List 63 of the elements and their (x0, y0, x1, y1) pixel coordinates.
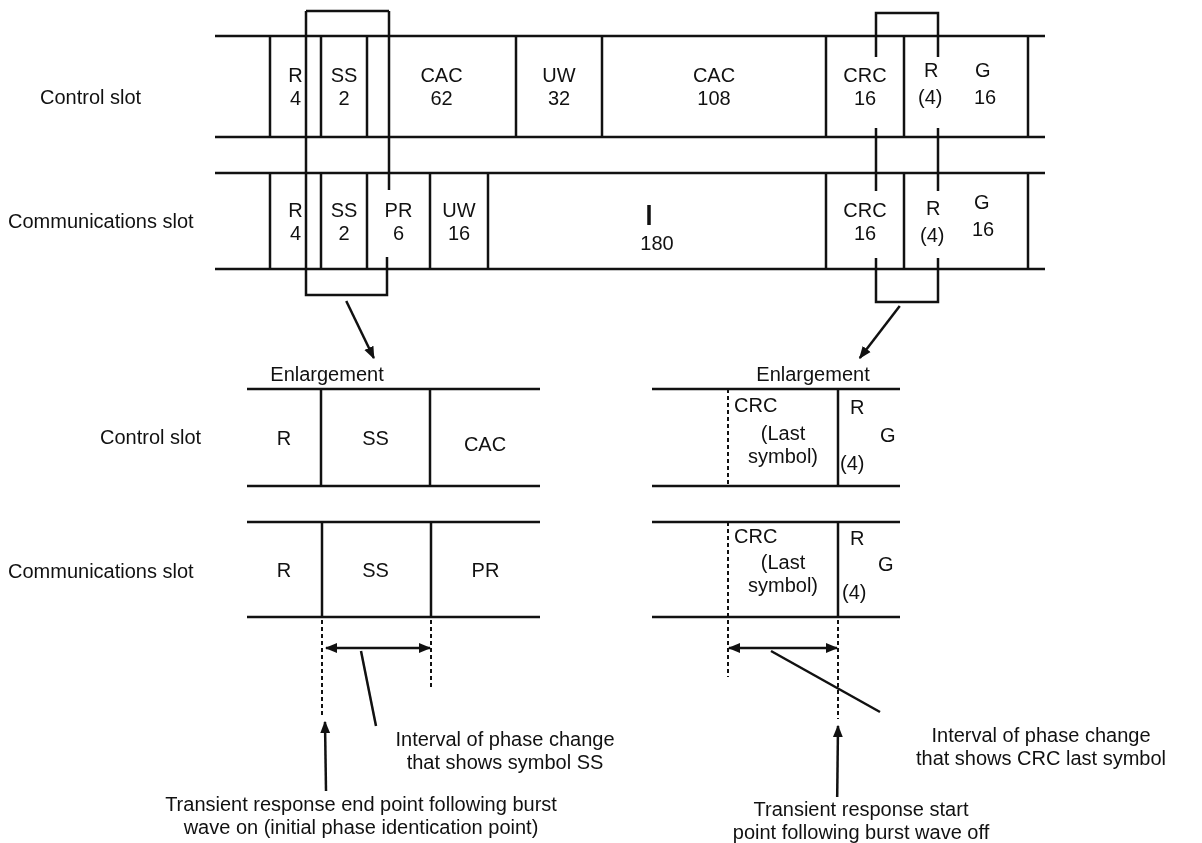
interval-note: Interval of phase change that shows CRC last symbol (914, 724, 1168, 770)
field-name: CAC (692, 64, 736, 87)
row-label: Communications slot (8, 560, 194, 583)
field-name: G (880, 424, 896, 447)
field-name: G (975, 59, 991, 82)
field-length: 16 (972, 218, 995, 241)
field-name: PR (471, 558, 500, 582)
field-name: R (276, 558, 292, 582)
field-length: 4 (289, 87, 302, 110)
field-name: R (288, 199, 303, 222)
field-length: 108 (697, 87, 731, 110)
field-name: CRC (843, 199, 887, 222)
field-name: UW (542, 64, 576, 87)
field-length: 180 (640, 231, 674, 255)
field-length: (4) (842, 581, 867, 604)
field-name: SS (362, 426, 389, 450)
arrow (345, 300, 375, 360)
leader-line (359, 650, 378, 727)
field-note: (Last symbol) (747, 551, 819, 597)
field-length: 16 (853, 87, 877, 110)
field-name: CRC (734, 394, 778, 417)
interval-note: Interval of phase change that shows symbol SS (394, 728, 616, 774)
enlargement-heading: Enlargement (270, 362, 384, 386)
field-name: R (850, 396, 865, 419)
field-name: CAC (420, 64, 463, 87)
row-label: Control slot (40, 86, 142, 109)
field-length: 6 (392, 222, 405, 245)
field-name: SS (330, 64, 358, 87)
row-label: Control slot (100, 426, 202, 449)
field-name: CAC (463, 432, 507, 456)
field-length: 16 (853, 222, 877, 245)
field-name: UW (442, 199, 476, 222)
field-length: 62 (430, 87, 453, 110)
leader-line (770, 649, 881, 714)
field-name: CRC (843, 64, 887, 87)
field-length: 4 (289, 222, 302, 245)
field-name: G (878, 553, 894, 576)
field-name: R (288, 64, 303, 87)
field-name: CRC (734, 525, 778, 548)
enlargement-heading: Enlargement (756, 362, 870, 386)
field-length: (4) (840, 452, 865, 475)
field-name: R (276, 426, 292, 450)
arrow (832, 724, 843, 797)
field-length: 2 (338, 87, 350, 110)
field-name: SS (362, 558, 389, 582)
field-name: R (924, 59, 939, 82)
field-length: 16 (974, 86, 997, 109)
field-name: PR (384, 199, 413, 222)
arrow (858, 305, 901, 359)
field-note: (Last symbol) (747, 422, 819, 468)
transition-note: Transient response start point following burst wave off (731, 798, 991, 843)
field-length: (4) (918, 86, 943, 109)
field-name: R (850, 527, 865, 550)
arrow (320, 720, 331, 791)
field-name: R (926, 197, 941, 220)
transition-note: Transient response end point following burst wave on (initial phase identication point) (164, 793, 558, 839)
field-name: G (974, 191, 990, 214)
row-label: Communications slot (8, 210, 194, 233)
field-length: 16 (447, 222, 471, 245)
field-length: 2 (338, 222, 350, 245)
field-length: (4) (920, 224, 945, 247)
field-length: 32 (547, 87, 571, 110)
field-name: SS (330, 199, 358, 222)
